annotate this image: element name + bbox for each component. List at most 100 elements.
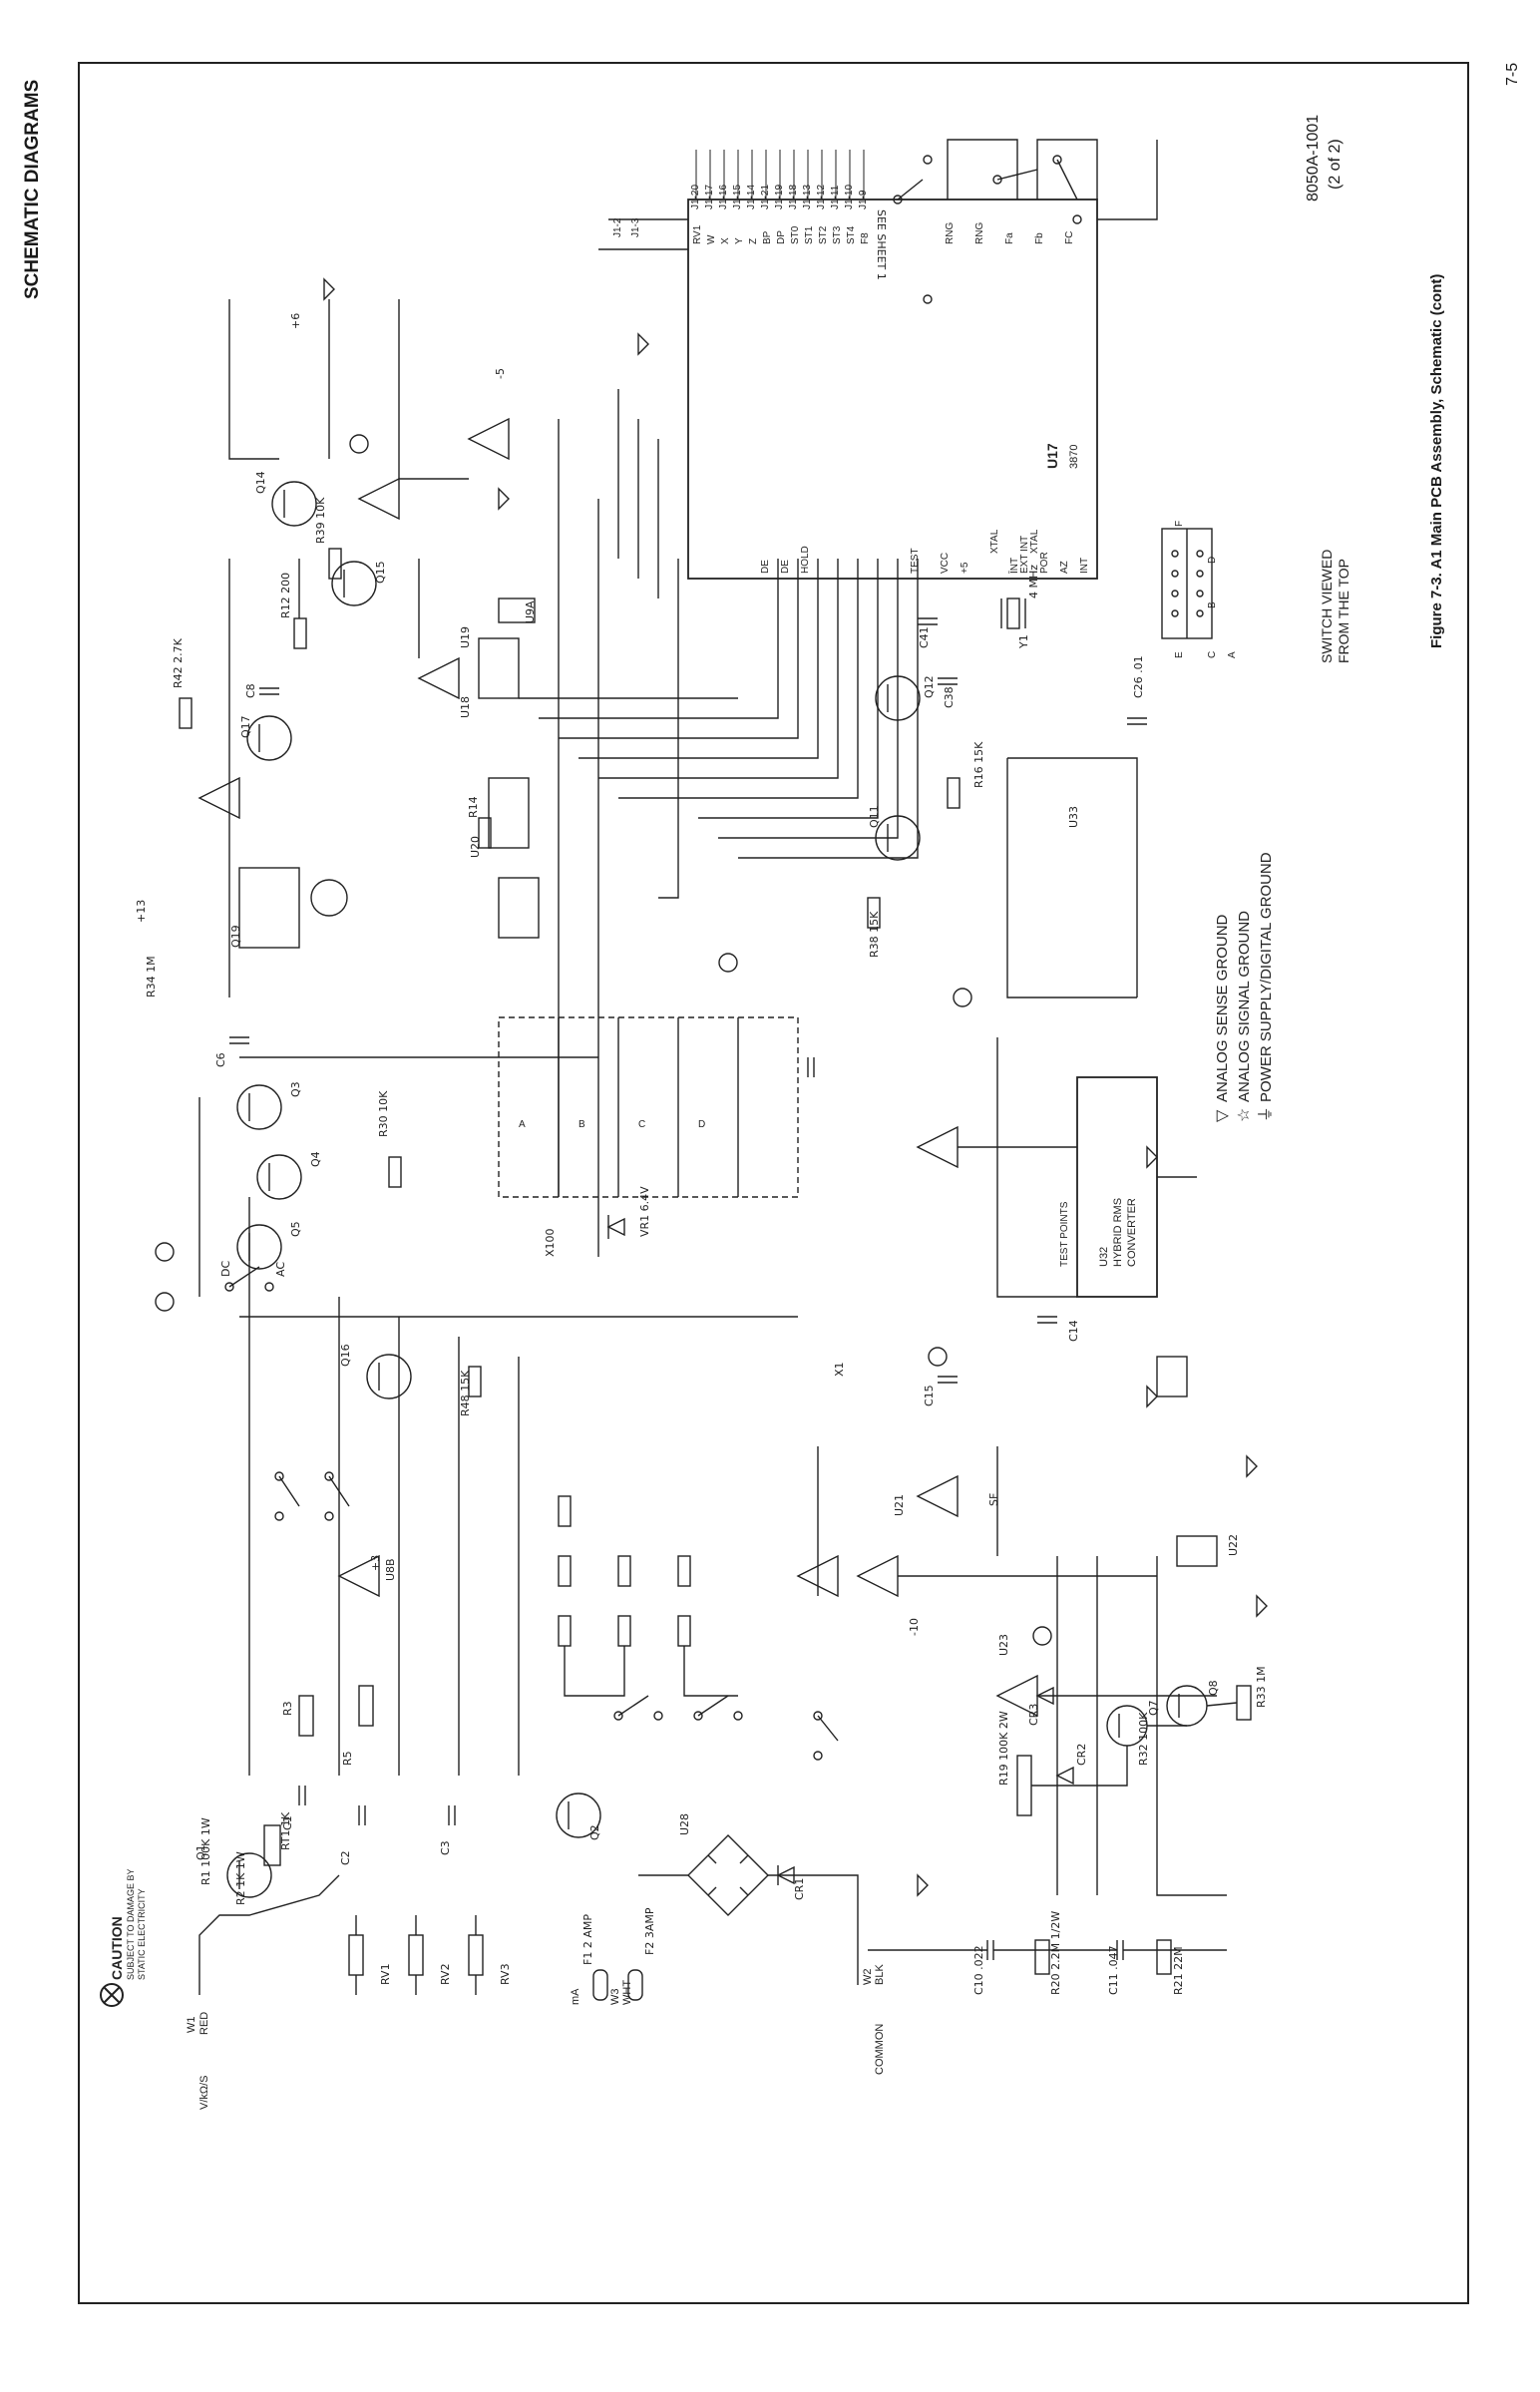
q19-label: Q19 <box>229 925 242 948</box>
caution-title: CAUTION <box>109 1916 125 1980</box>
f2-label: F2 3AMP <box>643 1907 656 1955</box>
svg-text:B: B <box>578 1119 585 1130</box>
r1-label: R1 100K 1W <box>199 1817 212 1885</box>
c26-label: C26 .01 <box>1132 655 1145 698</box>
minus5-label: -5 <box>494 368 507 379</box>
u32-test-points: TEST POINTS <box>1059 1201 1070 1267</box>
c15-label: C15 <box>923 1385 936 1406</box>
q3-label: Q3 <box>289 1081 302 1097</box>
u33-label: U33 <box>1067 806 1080 828</box>
r32-label: R32 100K <box>1137 1712 1150 1766</box>
c8-label: C8 <box>244 683 257 698</box>
ic-u17: U17 3870 ĪNT EXT INT POR AZ INT DE DE HO… <box>687 199 1098 708</box>
plus13-label: +13 <box>135 900 148 923</box>
u17-name: U17 <box>1044 443 1060 469</box>
q14-label: Q14 <box>254 471 267 494</box>
r19-label: R19 100K 2W <box>997 1711 1010 1786</box>
u28-label: U28 <box>678 1813 691 1835</box>
connector-j1: J1-2 J1-3 J1-20 J1-17 J1-16 J1-15 J1-14 … <box>598 150 888 280</box>
u17-part: 3870 <box>1068 445 1080 469</box>
j1-pin-2: J1-3 <box>630 217 641 237</box>
c38-label: C38 <box>943 686 956 708</box>
c41-label: C41 <box>918 626 931 648</box>
r42-label: R42 2.7K <box>172 637 185 688</box>
legend-symbol-2: ☆ <box>1236 1108 1253 1122</box>
r30-label: R30 10K <box>377 1090 390 1137</box>
u8b-label: U8B <box>384 1558 397 1581</box>
rv2-label: RV2 <box>439 1963 452 1985</box>
q2-label: Q2 <box>588 1824 601 1840</box>
u17-pin-l18: FC <box>1064 231 1075 244</box>
u17-pin-l17: Fb <box>1034 232 1045 244</box>
sheet-ref: SEE SHEET 1 <box>875 209 888 280</box>
rv1-label: RV1 <box>379 1963 392 1985</box>
input-red: RED <box>198 2012 210 2035</box>
u17-pin-l3: X <box>720 237 731 244</box>
j1-pin-1: J1-2 <box>612 217 623 237</box>
u17-pin-r7: DE <box>780 560 791 574</box>
range-divider: R3 R5 C1 C2 C3 U8B <box>219 1197 846 1865</box>
ac-label: AC <box>274 1262 287 1277</box>
input-blk: BLK <box>874 1964 886 1985</box>
u9a-label: U9A <box>524 600 537 623</box>
u17-pin-r12: XTAL <box>989 529 1000 554</box>
u32-line2: CONVERTER <box>1126 1198 1138 1267</box>
test-points <box>155 434 1052 1646</box>
u17-pin-l7: DP <box>776 230 787 244</box>
u17-pin-r11: +5 <box>960 562 970 574</box>
q8-label: Q8 <box>1207 1680 1220 1696</box>
display-drivers: Q11 Q12 R38 15K R16 15K C26 .01 U33 <box>867 655 1147 998</box>
u17-pin-r13: XTAL <box>1029 529 1040 554</box>
r12-label: R12 200 <box>279 573 292 618</box>
r2-label: R2 1K 1W <box>234 1851 247 1905</box>
u32-line1: HYBRID RMS <box>1112 1198 1124 1267</box>
u17-pin-r2: EXT INT <box>1019 536 1030 574</box>
vr1-label: VR1 6.4V <box>638 1186 651 1237</box>
rv3-label: RV3 <box>499 1963 512 1985</box>
input-protection: RV1 RV2 RV3 Q1 R1 100K 1W R2 1K 1W RT1 1… <box>194 1666 1268 2001</box>
c14-label: C14 <box>1067 1320 1080 1342</box>
ohms-network: A B C D <box>498 1016 815 1198</box>
r21-label: R21 22M <box>1172 1946 1185 1995</box>
u17-pin-l10: ST2 <box>818 225 829 244</box>
schematic-frame <box>78 62 1469 2304</box>
u20-label: U20 <box>469 836 482 858</box>
switch-pin-f: F <box>1174 521 1185 527</box>
u17-pin-r10: VCC <box>940 553 951 574</box>
u17-pin-r9: TEST <box>910 548 921 574</box>
r20-label: R20 2.2M 1/2W <box>1049 1911 1062 1995</box>
u17-pin-r1: ĪNT <box>1008 558 1020 574</box>
u17-pin-r3: POR <box>1039 552 1050 574</box>
reference-section: Q3 Q4 Q5 VR1 6.4V R30 10K <box>198 1056 798 1318</box>
legend-symbol-3: ⏚ <box>1257 1106 1275 1122</box>
u17-pin-r4: AZ <box>1059 561 1070 574</box>
q1-label: Q1 <box>194 1844 207 1860</box>
switch-pin-a: A <box>1227 651 1238 658</box>
j1-pin-15: J1-9 <box>858 190 869 209</box>
u19-label: U19 <box>459 626 472 648</box>
r3-label: R3 <box>281 1701 294 1716</box>
u17-pin-r5: INT <box>1079 558 1090 574</box>
u32-name: U32 <box>1098 1247 1110 1267</box>
legend-symbol-1: ▽ <box>1214 1109 1231 1122</box>
cr1-label: CR1 <box>793 1878 806 1900</box>
u17-pin-l16: Fa <box>1004 232 1015 244</box>
r48-label: R48 15K <box>459 1370 472 1416</box>
u17-pin-r8: HOLD <box>800 546 811 574</box>
input-terminals: V/kΩ/S W1 RED mA W3 WHT COMMON W2 BLK <box>186 1964 886 2110</box>
u17-pin-l14: RNG <box>945 222 956 244</box>
switch-pin-d: D <box>1207 557 1218 564</box>
top-amplifiers: Q14 Q15 Q17 Q19 U18 U20 U19 U9A R12 200 … <box>135 299 599 1257</box>
u17-pin-l1: RV1 <box>692 224 703 244</box>
q15-label: Q15 <box>374 561 387 584</box>
q16-label: Q16 <box>339 1344 352 1367</box>
input-wht: WHT <box>621 1980 633 2005</box>
u17-pin-l4: Y <box>734 237 745 244</box>
ground-symbols <box>323 277 1268 1897</box>
caution-block: CAUTION SUBJECT TO DAMAGE BY STATIC ELEC… <box>100 1868 147 2007</box>
r5-label: R5 <box>341 1751 354 1766</box>
r39-label: R39 10K <box>314 497 327 544</box>
data-bus <box>519 218 919 899</box>
r38-label: R38 15K <box>868 911 881 958</box>
